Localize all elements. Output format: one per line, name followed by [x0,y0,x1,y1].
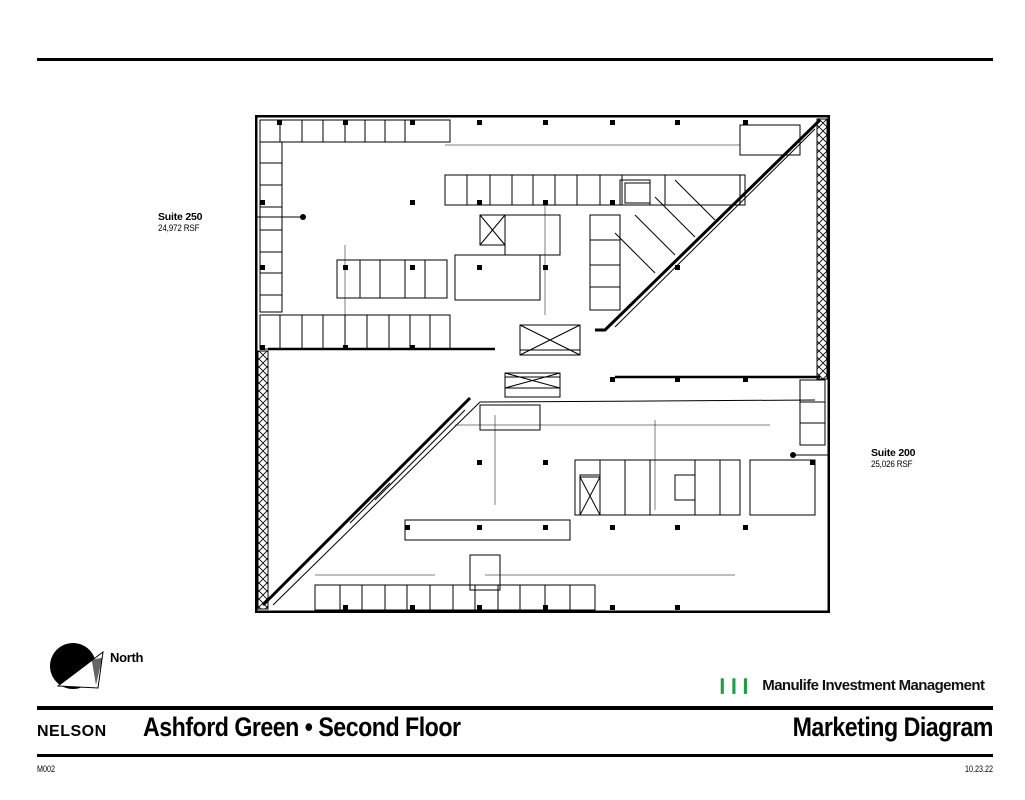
suite-200-name: Suite 200 [871,447,916,459]
bottom-rule [37,754,993,757]
north-label: North [110,650,144,665]
floor-plan [255,115,830,613]
west-truss [257,350,269,610]
north-arrow-icon [50,643,104,689]
brand-name: Manulife Investment Management [762,677,985,694]
page-title: Ashford Green • Second Floor [143,712,461,742]
nelson-logo: NELSON [37,723,107,740]
date-label: 10.23.22 [964,764,993,774]
suite-200-callout: Suite 200 25,026 RSF [871,447,920,470]
sheet-code: M002 [37,764,56,774]
exterior-wall [255,115,830,613]
east-truss [816,118,828,380]
suite-200-area: 25,026 RSF [871,459,913,470]
diagonal-sw [261,396,472,607]
footer-rule [37,706,993,710]
manulife-bars-icon: ❙❙❙ [716,677,752,694]
building-core [479,182,696,516]
suite-250-name: Suite 250 [158,211,203,223]
diagram-type: Marketing Diagram [792,712,994,742]
suite-250-area: 24,972 RSF [158,223,200,234]
suite-250-offices [259,119,801,351]
brand-logo: ❙❙❙ Manulife Investment Management [716,676,985,694]
suite-250-callout: Suite 250 24,972 RSF [158,211,207,234]
diagonal-ne [595,118,822,332]
top-rule [37,58,993,61]
